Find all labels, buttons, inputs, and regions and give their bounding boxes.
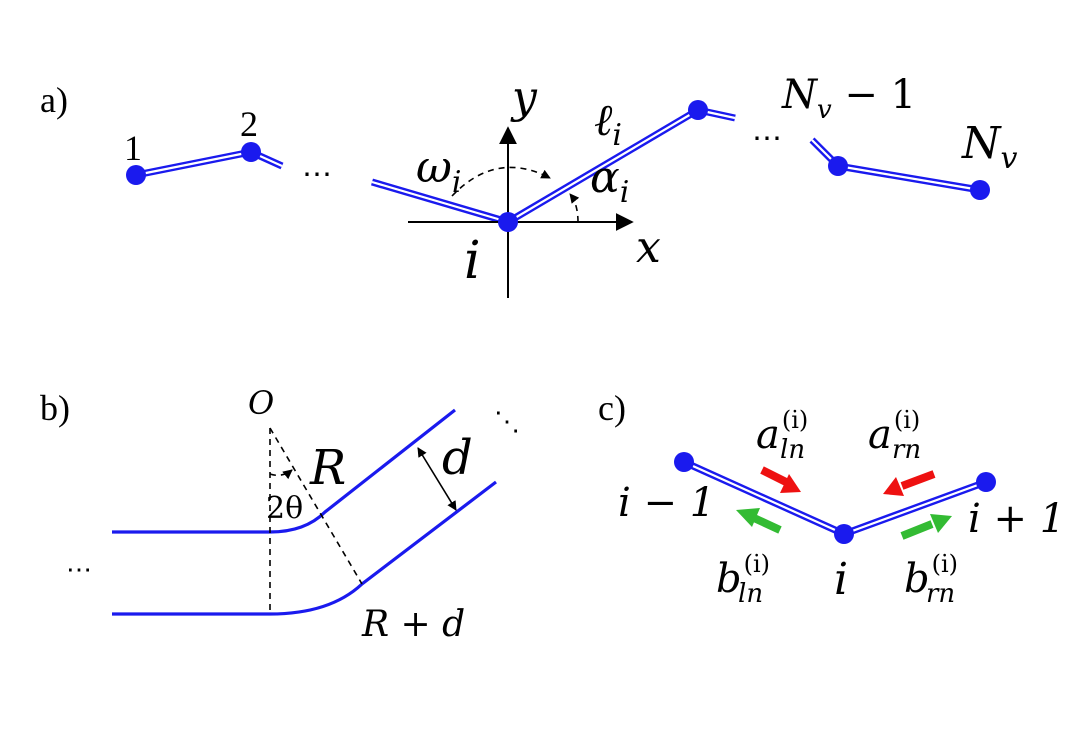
alpha-angle-arc bbox=[569, 193, 580, 223]
ellipsis-b-left: ⋯ bbox=[66, 555, 92, 585]
a-ln-subscript: ln bbox=[780, 435, 805, 465]
omega-label: ωi bbox=[416, 142, 462, 200]
panel-b-label: b) bbox=[40, 388, 70, 428]
alpha-subscript: i bbox=[620, 175, 630, 210]
node-1-label: 1 bbox=[124, 128, 142, 168]
panel-a: a) bbox=[40, 72, 1018, 298]
right-node-label: i + 1 bbox=[968, 496, 1065, 542]
a-rn-superscript: (i) bbox=[894, 406, 920, 434]
ellipsis-left: ⋯ bbox=[302, 157, 332, 192]
b-rn-label: b(i)rn bbox=[904, 550, 958, 609]
a-rn-subscript: rn bbox=[892, 435, 921, 465]
y-axis-label: y bbox=[510, 72, 538, 123]
omega-symbol: ω bbox=[416, 142, 452, 193]
ell-symbol: ℓ bbox=[594, 95, 613, 146]
center-node-label: i bbox=[834, 554, 848, 605]
width-dimension-arrow bbox=[417, 447, 457, 511]
panel-c: c) i − 1 i i + bbox=[598, 388, 1065, 609]
node-1 bbox=[126, 165, 146, 185]
wire-left-to-center bbox=[682, 458, 846, 538]
node-i bbox=[498, 212, 518, 232]
outgoing-right-arrow bbox=[900, 514, 952, 540]
nv-minus-one-label: Nv − 1 bbox=[781, 72, 916, 125]
node-i-minus-1 bbox=[674, 452, 694, 472]
node-2 bbox=[241, 142, 261, 162]
incoming-right-arrow bbox=[883, 470, 936, 496]
b-ln-superscript: (i) bbox=[744, 550, 770, 578]
ellipsis-right: ⋯ bbox=[752, 121, 782, 156]
panel-c-label: c) bbox=[598, 388, 626, 428]
a-rn-label: a(i)rn bbox=[868, 406, 921, 465]
left-node-label: i − 1 bbox=[618, 480, 715, 526]
b-ln-subscript: ln bbox=[738, 579, 763, 609]
node-after-i bbox=[688, 100, 708, 120]
angle-label: 2θ bbox=[266, 491, 303, 526]
x-axis-label: x bbox=[636, 222, 661, 273]
node-2-label: 2 bbox=[240, 104, 258, 144]
width-label: d bbox=[442, 430, 473, 486]
wire-ell-i bbox=[506, 106, 700, 226]
b-ln-base: b bbox=[716, 556, 742, 602]
panel-a-label: a) bbox=[40, 80, 68, 120]
b-rn-base: b bbox=[904, 556, 930, 602]
b-rn-superscript: (i) bbox=[932, 550, 958, 578]
slanted-radius-line bbox=[269, 427, 363, 585]
nv-subscript: v bbox=[1001, 141, 1018, 176]
nv-minus-one-rest: − 1 bbox=[832, 72, 916, 118]
node-nv-minus-1 bbox=[828, 156, 848, 176]
nv-base: N bbox=[961, 118, 1002, 169]
nv-minus-one-base: N bbox=[781, 72, 819, 118]
wire-left-of-i bbox=[371, 178, 509, 226]
outer-guide-wall bbox=[112, 480, 497, 616]
b-ln-label: b(i)ln bbox=[716, 550, 770, 609]
node-nv bbox=[970, 180, 990, 200]
omega-angle-arc bbox=[451, 166, 551, 197]
node-i-center bbox=[834, 524, 854, 544]
nv-minus-one-subscript: v bbox=[817, 95, 832, 125]
wire-nv-1-nv bbox=[837, 162, 981, 194]
node-i-label: i bbox=[464, 231, 481, 291]
alpha-label: αi bbox=[590, 152, 629, 210]
ellipsis-b-right: ⋱ bbox=[494, 407, 520, 437]
a-ln-superscript: (i) bbox=[782, 406, 808, 434]
ell-subscript: i bbox=[612, 118, 622, 153]
panel-b: b) O R 2θ d R + d ⋯ ⋱ bbox=[40, 384, 520, 645]
nv-label: Nv bbox=[961, 118, 1018, 176]
b-rn-subscript: rn bbox=[926, 579, 955, 609]
angle-arc bbox=[269, 469, 293, 480]
center-o-label: O bbox=[248, 384, 274, 422]
omega-subscript: i bbox=[452, 165, 462, 200]
outer-radius-label: R + d bbox=[361, 604, 465, 645]
wire-center-to-right bbox=[842, 478, 988, 538]
outgoing-left-arrow bbox=[736, 508, 782, 534]
node-i-plus-1 bbox=[976, 472, 996, 492]
a-rn-base: a bbox=[868, 412, 892, 458]
a-ln-label: a(i)ln bbox=[756, 406, 808, 465]
radius-label: R bbox=[309, 440, 346, 496]
ell-label: ℓi bbox=[594, 95, 622, 153]
incoming-left-arrow bbox=[760, 466, 801, 493]
alpha-symbol: α bbox=[590, 152, 620, 203]
a-ln-base: a bbox=[756, 412, 780, 458]
wire-1-2 bbox=[135, 148, 252, 179]
